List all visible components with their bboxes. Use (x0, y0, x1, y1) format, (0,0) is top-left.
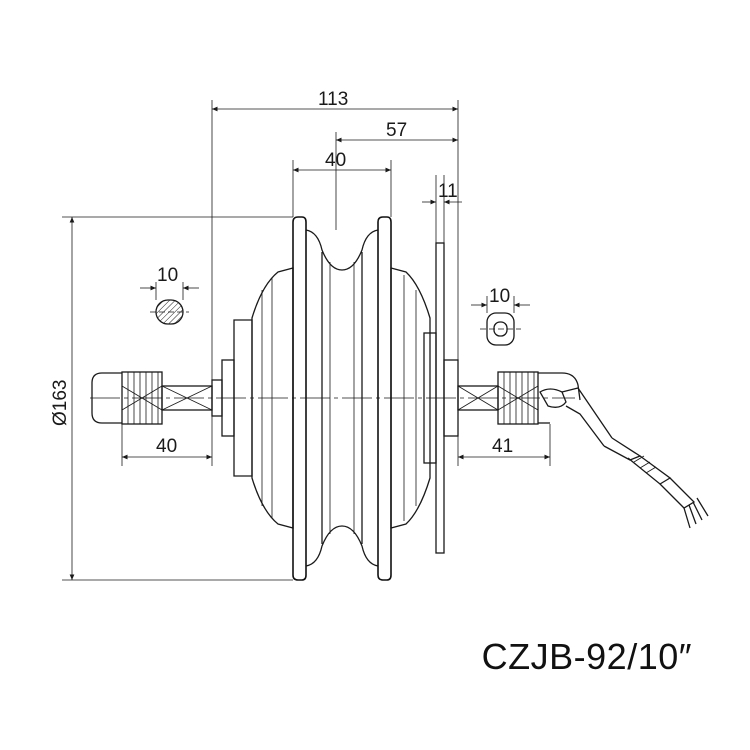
dim-left-axle-length: 40 (156, 436, 177, 457)
hub-body (221, 216, 459, 581)
dim-half-width: 57 (386, 120, 407, 141)
dim-right-axle-flat: 10 (489, 286, 510, 307)
dimension-lines (62, 100, 551, 581)
dim-overall-width: 113 (318, 89, 348, 110)
right-axle (457, 371, 581, 425)
dim-left-axle-flat: 10 (157, 265, 178, 286)
left-axle-section (140, 282, 199, 325)
dim-disc-thickness: 11 (438, 181, 458, 202)
model-name: CZJB-92/10″ (481, 636, 692, 677)
left-axle (91, 371, 223, 425)
right-axle-section (471, 296, 530, 346)
motor-cable (539, 387, 709, 529)
dim-diameter: Ø163 (50, 380, 71, 426)
dim-right-axle-length: 41 (492, 436, 513, 457)
dim-rim-width: 40 (325, 150, 346, 171)
